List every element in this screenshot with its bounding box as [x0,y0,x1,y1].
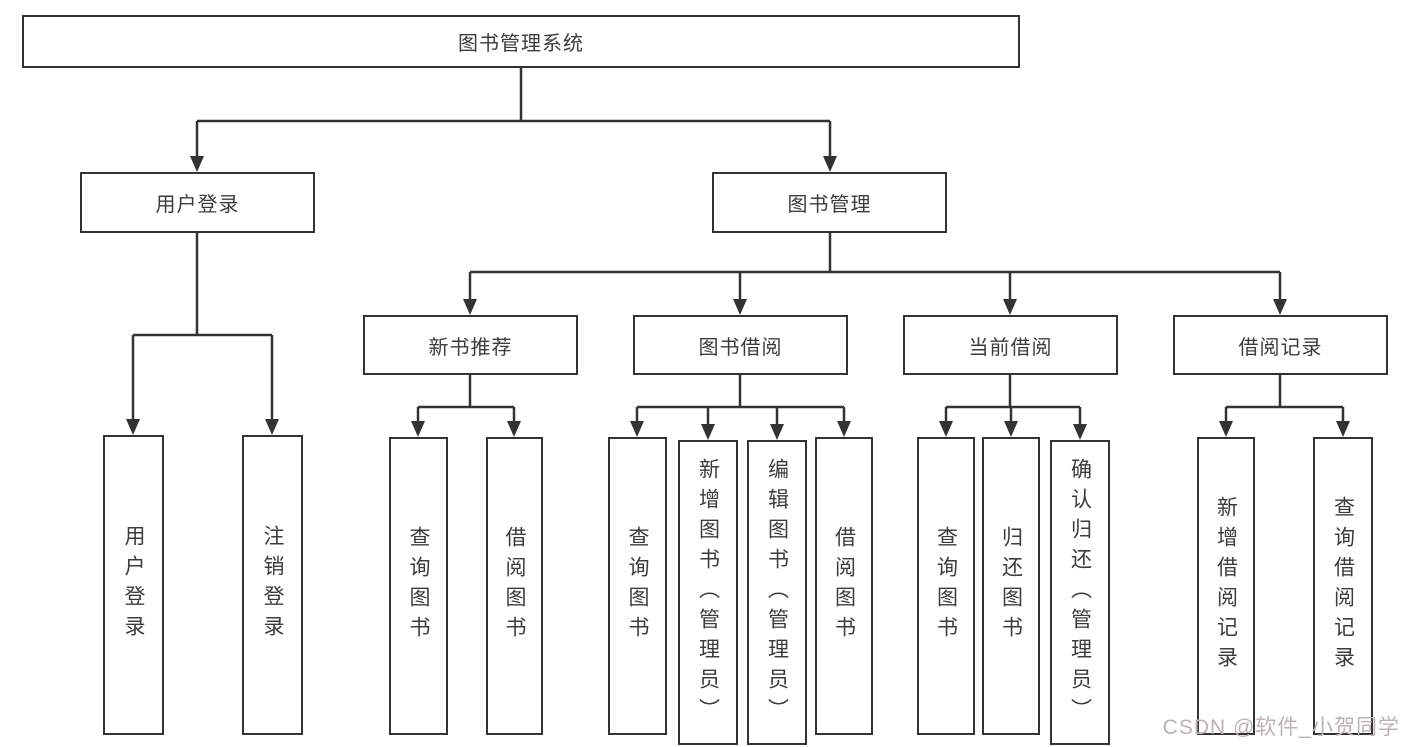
leaf-return-books: 归还图书 [982,437,1040,735]
leaf-add-books-admin: 新增图书（管理员） [678,440,738,745]
leaf-query-borrow-record: 查询借阅记录 [1313,437,1373,735]
leaf-logout: 注销登录 [242,435,303,735]
node-current-borrowing: 当前借阅 [903,315,1118,375]
leaf-user-login: 用户登录 [103,435,164,735]
arrowheads [126,156,1350,440]
leaf-add-borrow-record: 新增借阅记录 [1197,437,1255,735]
leaf-borrow-books-borrowing: 借阅图书 [815,437,873,735]
node-book-borrowing: 图书借阅 [633,315,848,375]
node-borrowing-records: 借阅记录 [1173,315,1388,375]
leaf-borrow-books-recommendation: 借阅图书 [486,437,543,735]
tree-edges [131,68,1345,426]
leaf-confirm-return-admin: 确认归还（管理员） [1050,440,1110,745]
node-library-management-system: 图书管理系统 [22,15,1020,68]
leaf-query-books-current: 查询图书 [917,437,975,735]
leaf-edit-books-admin: 编辑图书（管理员） [747,440,807,745]
node-new-book-recommendation: 新书推荐 [363,315,578,375]
node-user-login: 用户登录 [80,172,315,233]
leaf-query-books-borrowing: 查询图书 [608,437,667,735]
leaf-query-books-recommendation: 查询图书 [389,437,448,735]
node-book-management: 图书管理 [712,172,947,233]
